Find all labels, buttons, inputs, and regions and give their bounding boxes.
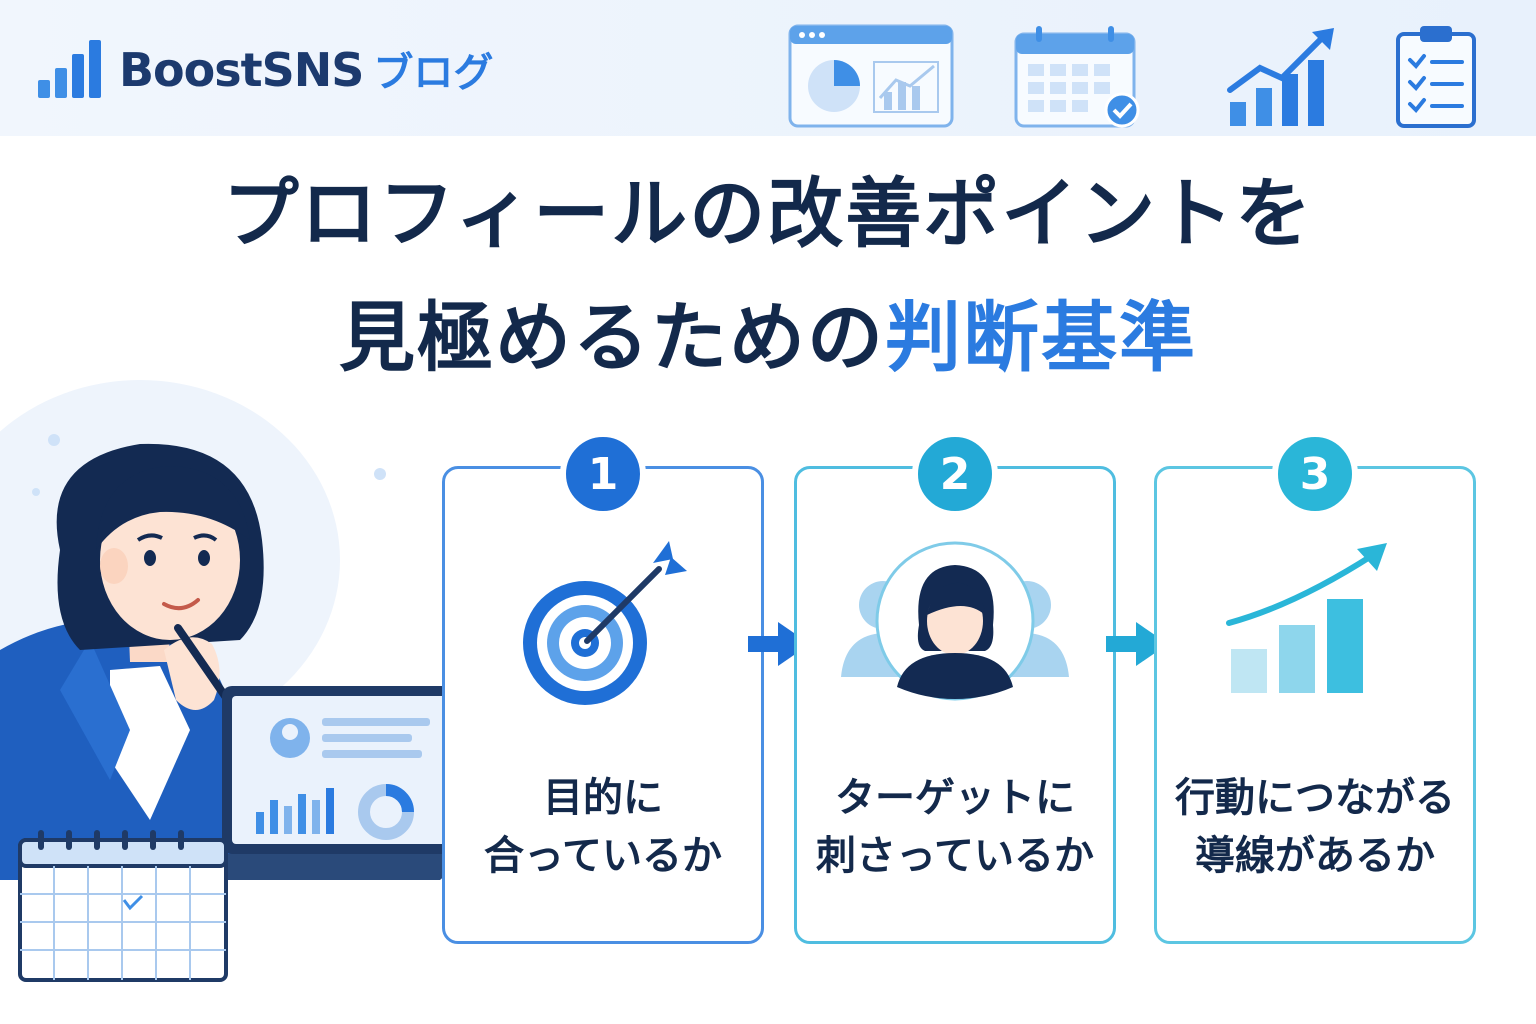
card-label: 目的に 合っているか <box>484 775 722 879</box>
woman-with-laptop-illustration <box>0 434 470 982</box>
card-number-badge: 3 <box>1272 431 1358 517</box>
title-accent: 判断基準 <box>885 293 1197 382</box>
arrow-right-icon <box>1106 622 1168 666</box>
brand-logo[interactable]: BoostSNS ブログ <box>38 38 493 98</box>
brand-name: BoostSNS <box>119 43 364 97</box>
criteria-card-2[interactable]: 2 ターゲットに 刺さっているか <box>794 431 1116 944</box>
card-number-badge: 2 <box>912 431 998 517</box>
title-main: 見極めるための <box>339 293 885 382</box>
logo-bars-icon <box>38 38 101 98</box>
target-icon <box>523 541 687 705</box>
page-title-line1: プロフィールの改善ポイントを <box>222 169 1314 258</box>
criteria-card-1[interactable]: 1 目的に 合っているか <box>442 431 764 944</box>
calendar-check-icon <box>1014 26 1140 128</box>
brand-sub: ブログ <box>373 50 494 96</box>
card-label: 行動につながる 導線があるか <box>1175 775 1455 879</box>
checklist-icon <box>1396 26 1476 128</box>
card-label: ターゲットに 刺さっているか <box>816 775 1094 879</box>
page-title-line2: 見極めるための判断基準 <box>0 300 1536 376</box>
growth-chart-icon <box>1227 28 1334 126</box>
audience-icon <box>841 541 1069 701</box>
criteria-card-3[interactable]: 3 行動につながる 導線があるか <box>1154 431 1476 944</box>
growth-bars-icon <box>1226 543 1387 693</box>
header-banner: BoostSNS ブログ <box>0 0 1536 136</box>
dashboard-chart-icon <box>788 24 954 128</box>
card-number-badge: 1 <box>560 431 646 517</box>
